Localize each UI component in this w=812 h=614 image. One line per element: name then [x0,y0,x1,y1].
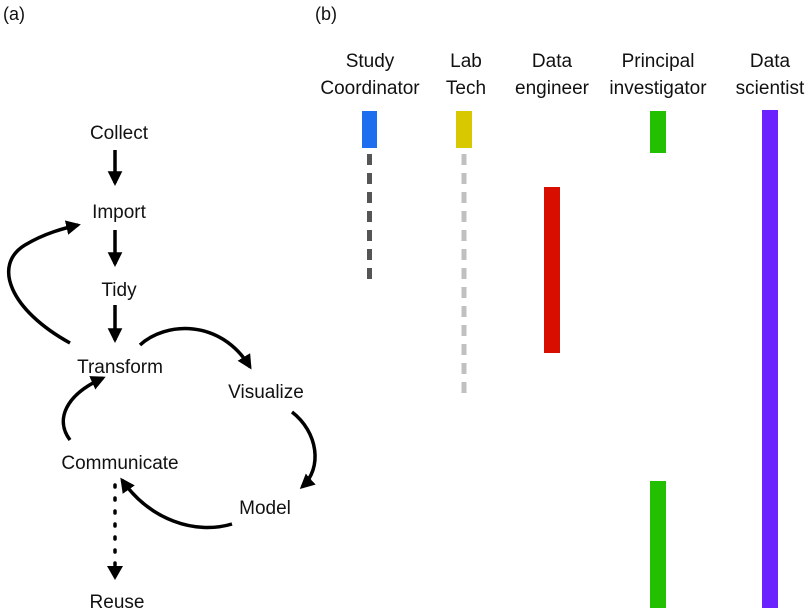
bar-principal-investigator-1 [650,111,666,153]
bar-study-coordinator [362,111,377,148]
role-study-coordinator-line1: Study [346,51,395,72]
step-reuse: Reuse [90,592,145,613]
role-data-engineer-line1: Data [532,51,573,72]
role-principal-investigator-line2: investigator [609,78,707,99]
arrowhead-reuse [107,566,123,580]
bar-principal-investigator-2 [650,481,666,608]
role-lab-tech-line2: Tech [446,78,486,99]
panel-b-label: (b) [315,4,337,24]
role-data-scientist-line1: Data [750,51,791,72]
role-data-engineer-line2: engineer [515,78,590,99]
bar-lab-tech [456,111,472,148]
arrow-transform-import [7,220,81,345]
step-tidy: Tidy [101,280,137,301]
workflow-diagram: Collect Import Tidy Transform Visualize … [7,123,317,613]
bar-data-engineer [544,187,560,353]
arrow-transform-visualize [138,326,252,370]
role-lab-tech-line1: Lab [450,51,482,72]
step-visualize: Visualize [228,382,304,403]
step-transform: Transform [77,357,163,378]
role-principal-investigator-line1: Principal [622,51,695,72]
arrow-visualize-model [290,410,317,489]
bar-data-scientist [762,110,778,608]
role-data-scientist-line2: scientist [736,78,805,99]
step-import: Import [92,202,147,223]
arrow-communicate-transform [61,376,106,442]
step-communicate: Communicate [61,453,178,474]
step-model: Model [239,498,291,519]
panel-a-label: (a) [3,4,25,24]
role-study-coordinator-line2: Coordinator [320,78,420,99]
arrow-model-communicate [120,477,233,530]
role-timeline: Study Coordinator Lab Tech Data engineer… [320,51,805,608]
step-collect: Collect [90,123,149,144]
